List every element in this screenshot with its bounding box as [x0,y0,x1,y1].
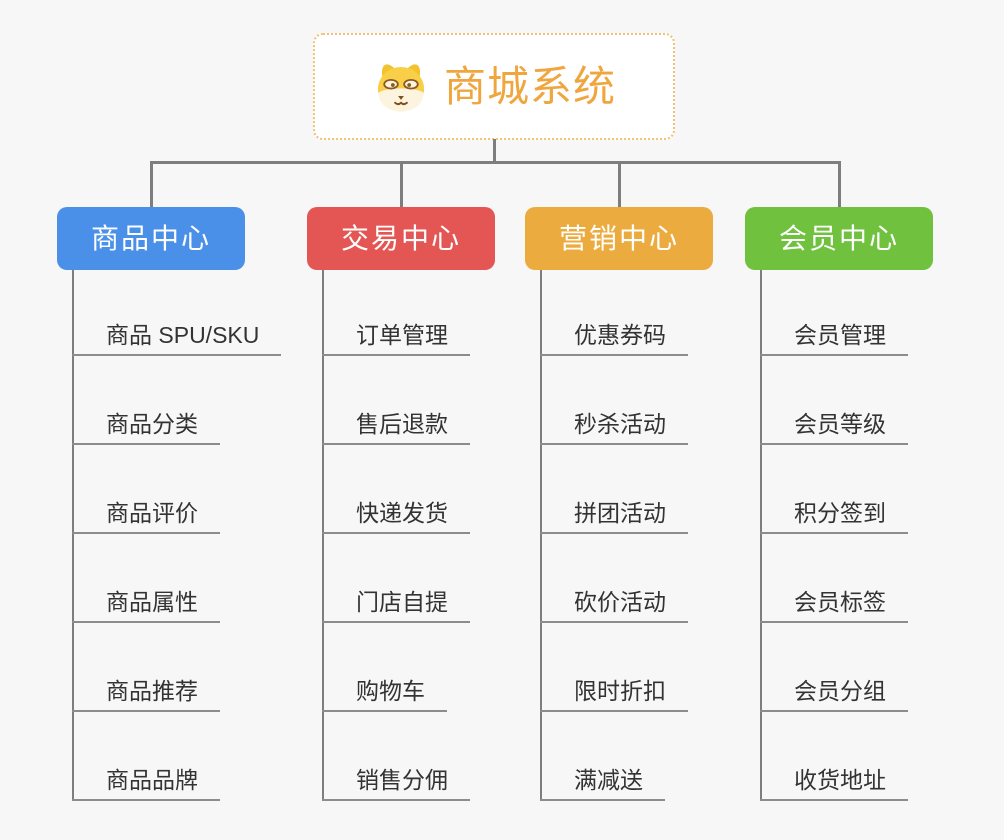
branch-node-marketing[interactable]: 营销中心 [525,207,713,270]
branch-rail-line [149,161,841,164]
subtopic-member-1[interactable]: 会员等级 [760,405,908,445]
subtopic-product-5[interactable]: 商品品牌 [72,761,220,801]
subtopic-member-0[interactable]: 会员管理 [760,316,908,356]
subtopic-product-1[interactable]: 商品分类 [72,405,220,445]
doge-face-icon [372,59,430,114]
subtopic-product-2[interactable]: 商品评价 [72,494,220,534]
branch-child-line [540,270,542,801]
subtopic-trade-2[interactable]: 快递发货 [322,494,470,534]
branch-drop-line [149,161,153,207]
branch-node-label-member: 会员中心 [778,222,899,254]
branch-node-trade[interactable]: 交易中心 [307,207,495,270]
subtopic-trade-4[interactable]: 购物车 [322,672,447,712]
branch-drop-line [837,161,841,207]
branch-child-line [760,270,762,801]
branch-node-label-marketing: 营销中心 [558,222,679,254]
subtopic-trade-3[interactable]: 门店自提 [322,583,470,623]
subtopic-marketing-5[interactable]: 满减送 [540,761,665,801]
subtopic-member-5[interactable]: 收货地址 [760,761,908,801]
branch-drop-line [617,161,621,207]
subtopic-product-4[interactable]: 商品推荐 [72,672,220,712]
subtopic-marketing-1[interactable]: 秒杀活动 [540,405,688,445]
branch-node-label-trade: 交易中心 [340,222,461,254]
subtopic-trade-0[interactable]: 订单管理 [322,316,470,356]
subtopic-product-3[interactable]: 商品属性 [72,583,220,623]
subtopic-marketing-0[interactable]: 优惠券码 [540,316,688,356]
subtopic-marketing-2[interactable]: 拼团活动 [540,494,688,534]
branch-node-product[interactable]: 商品中心 [57,207,245,270]
branch-child-line [322,270,324,801]
branch-node-member[interactable]: 会员中心 [745,207,933,270]
root-topic-label: 商城系统 [443,62,616,110]
branch-node-label-product: 商品中心 [90,222,211,254]
subtopic-marketing-4[interactable]: 限时折扣 [540,672,688,712]
subtopic-product-0[interactable]: 商品 SPU/SKU [72,316,282,356]
subtopic-member-2[interactable]: 积分签到 [760,494,908,534]
branch-drop-line [399,161,403,207]
subtopic-member-4[interactable]: 会员分组 [760,672,908,712]
subtopic-trade-1[interactable]: 售后退款 [322,405,470,445]
root-stem-line [492,139,496,164]
subtopic-trade-5[interactable]: 销售分佣 [322,761,470,801]
subtopic-marketing-3[interactable]: 砍价活动 [540,583,688,623]
root-topic[interactable]: 商城系统 [313,33,675,140]
branch-child-line [72,270,74,801]
subtopic-member-3[interactable]: 会员标签 [760,583,908,623]
